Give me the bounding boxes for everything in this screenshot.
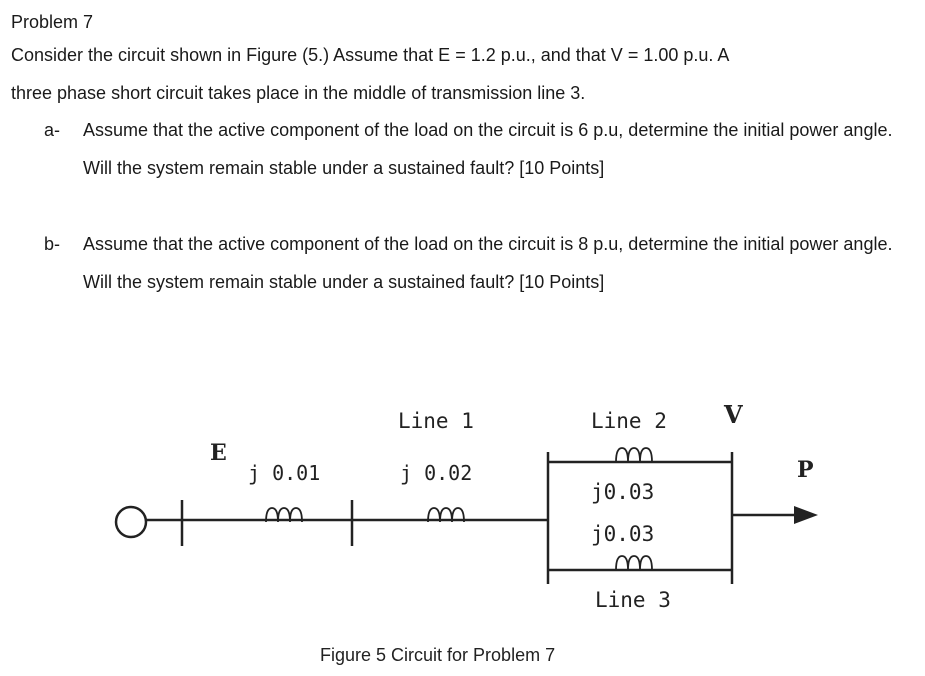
item-a-text: Assume that the active component of the … [83,120,893,178]
label-source-e: E [210,440,227,466]
label-line3: Line 3 [595,588,671,612]
problem-intro-line-2: three phase short circuit takes place in… [11,83,586,103]
inductor-line3-icon [615,555,653,571]
item-b-text: Assume that the active component of the … [83,234,893,292]
item-a-marker: a- [44,120,61,140]
inductor-line2-icon [615,447,653,463]
label-x-line1: j 0.02 [400,461,472,485]
arrow-icon [794,506,818,524]
label-x-gen: j 0.01 [248,461,320,485]
generator-symbol [114,505,148,539]
label-receiving-v: V [723,400,743,429]
item-b-marker: b- [44,234,61,254]
label-x-line2: j0.03 [591,480,654,504]
label-load-p: P [797,457,814,483]
inductor-line1-icon [427,507,465,523]
figure-caption: Figure 5 Circuit for Problem 7 [320,645,555,665]
problem-intro-line-1: Consider the circuit shown in Figure (5.… [11,45,730,65]
problem-title: Problem 7 [11,12,94,32]
label-line1: Line 1 [398,409,474,433]
inductor-gen-icon [265,507,303,523]
label-x-line3: j0.03 [591,522,654,546]
label-line2: Line 2 [591,409,667,433]
